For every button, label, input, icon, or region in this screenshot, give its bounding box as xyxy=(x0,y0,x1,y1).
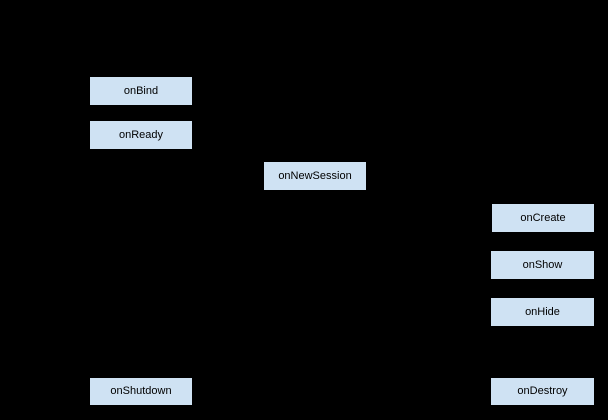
lifecycle-node-oncreate: onCreate xyxy=(491,203,595,233)
lifecycle-node-ondestroy: onDestroy xyxy=(490,377,595,406)
lifecycle-node-onnewsession: onNewSession xyxy=(263,161,367,191)
lifecycle-node-onbind: onBind xyxy=(89,76,193,106)
lifecycle-node-onshow: onShow xyxy=(490,250,595,280)
lifecycle-node-onshutdown: onShutdown xyxy=(89,377,193,406)
lifecycle-node-onready: onReady xyxy=(89,120,193,150)
lifecycle-node-onhide: onHide xyxy=(490,297,595,327)
